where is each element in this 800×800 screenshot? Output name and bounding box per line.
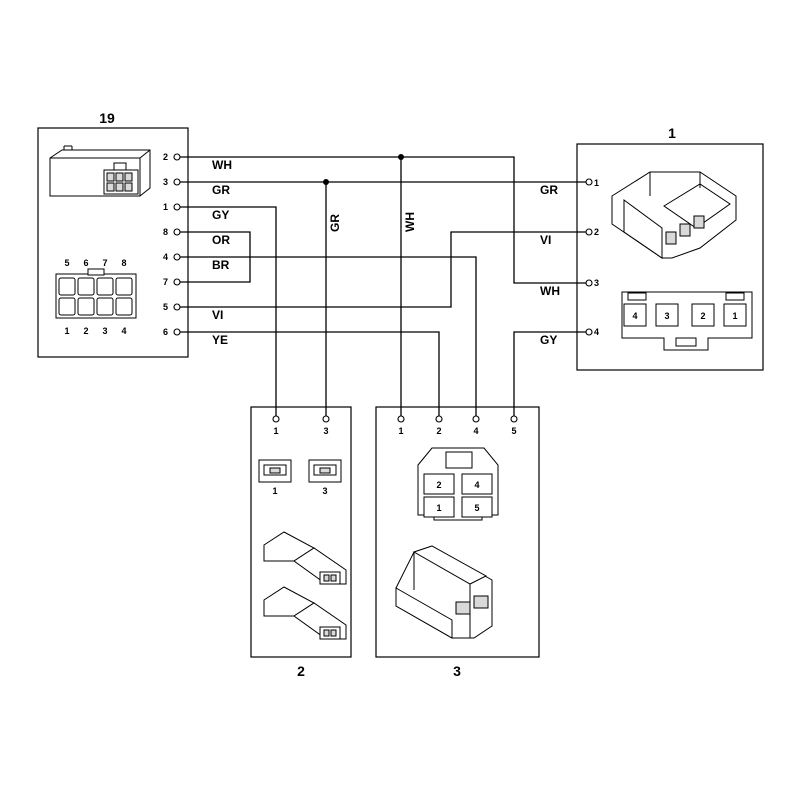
wire-label: WH [212,158,232,172]
c1-face-cell-label: 1 [732,311,737,321]
wire-label: YE [212,333,228,347]
c3-face-cell-label: 5 [474,503,479,513]
c19-face-top-label: 8 [121,258,126,268]
wire-label: GY [212,208,229,222]
connector-1-housing-drawing [611,171,737,259]
c2-terminal-label: 1 [272,486,277,496]
connector-3-frame [375,406,540,658]
connector-1: 1 4 3 2 1 1 2 3 4 [576,125,764,371]
c19-face-bottom-label: 3 [102,326,107,336]
c19-pin-label: 1 [163,202,168,212]
c19-face-bottom-label: 1 [64,326,69,336]
c19-face-top-label: 6 [83,258,88,268]
c2-pin-label: 3 [323,426,328,436]
c1-face-cell-label: 4 [632,311,637,321]
wire-label-vertical: GR [328,214,342,232]
c19-pin-label: 3 [163,177,168,187]
c3-pin-label: 5 [511,426,516,436]
pin-terminals [173,153,593,423]
wire-wh [180,156,586,284]
junction-dot [323,179,329,185]
wire-label: GR [540,183,558,197]
connector-19-housing-drawing [49,145,151,197]
connector-3-housing-drawing [395,545,493,639]
c3-pin-label: 1 [398,426,403,436]
c1-pin-label: 2 [594,227,599,237]
c19-pin-label: 7 [163,277,168,287]
connector-2-terminal-drawings [263,531,347,640]
wire-label: BR [212,258,230,272]
c19-pin-label: 5 [163,302,168,312]
c3-face-cell-label: 1 [436,503,441,513]
wire-ye [180,331,440,416]
connector-1-face-view: 4 3 2 1 [621,291,753,351]
connector-1-label: 1 [668,125,676,141]
c19-face-bottom-label: 4 [121,326,126,336]
connector-19-frame [37,127,189,358]
wire-br [180,256,477,416]
c1-pin-label: 3 [594,278,599,288]
wire-label: VI [540,233,551,247]
c3-pin-label: 4 [473,426,478,436]
connector-1-frame [576,143,764,371]
connector-19-label: 19 [99,110,115,126]
connector-2: 2 1 3 1 3 [250,406,352,679]
wire-label: WH [540,284,560,298]
connector-3-label: 3 [453,663,461,679]
c2-pin-label: 1 [273,426,278,436]
wire-gy [180,206,277,416]
connector-3-face-view: 2 4 1 5 [417,447,499,521]
connector-19-face-view: 5 6 7 8 1 2 3 4 [55,258,137,336]
connector-2-frame [250,406,352,658]
c19-face-bottom-label: 2 [83,326,88,336]
junction-dot [398,154,404,160]
c19-pin-label: 8 [163,227,168,237]
connector-3: 3 1 2 4 5 2 4 1 5 [375,406,540,679]
c19-face-top-label: 7 [102,258,107,268]
c1-face-cell-label: 3 [664,311,669,321]
wire-gy-right [513,331,586,416]
connector-2-terminal-faces: 1 3 [258,459,342,496]
connector-19: 19 [37,110,189,358]
wire-label: VI [212,308,223,322]
wire-label: GY [540,333,557,347]
wires [180,154,586,416]
c1-pin-label: 4 [594,327,599,337]
c2-terminal-label: 3 [322,486,327,496]
c19-pin-label: 2 [163,152,168,162]
c3-pin-label: 2 [436,426,441,436]
c19-pin-label: 4 [163,252,168,262]
wire-label: GR [212,183,230,197]
c19-face-top-label: 5 [64,258,69,268]
wire-vi [180,231,586,308]
wire-label-vertical: WH [403,212,417,232]
wire-labels: WH GR GY OR BR VI YE GR VI WH GY GR WH [212,158,560,347]
c1-pin-label: 1 [594,178,599,188]
c1-face-cell-label: 2 [700,311,705,321]
c3-face-cell-label: 4 [474,480,479,490]
wire-label: OR [212,233,230,247]
c19-pin-label: 6 [163,327,168,337]
c3-face-cell-label: 2 [436,480,441,490]
connector-2-label: 2 [297,663,305,679]
